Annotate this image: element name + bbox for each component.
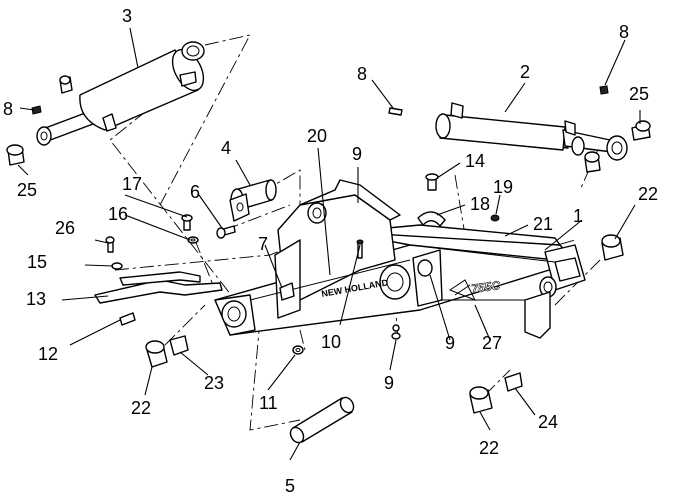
- callout-24: 24: [538, 412, 558, 432]
- grease-fitting-part-8: [31, 85, 609, 115]
- callout-22-bottom: 22: [479, 438, 499, 458]
- callout-3: 3: [122, 6, 132, 26]
- callout-2: 2: [520, 62, 530, 82]
- decal-model: 755C: [470, 278, 501, 297]
- callout-8-left: 8: [3, 99, 13, 119]
- callout-22-left: 22: [131, 398, 151, 418]
- pin-part-10: [356, 239, 364, 259]
- nut-part-11: [292, 345, 304, 355]
- callout-26: 26: [55, 218, 75, 238]
- callout-5: 5: [285, 476, 295, 496]
- callout-16: 16: [108, 204, 128, 224]
- callout-25-right: 25: [629, 84, 649, 104]
- bushing-part-25: [6, 120, 651, 166]
- hardware-small: [105, 214, 199, 270]
- nut-part-9: [391, 324, 401, 340]
- cylinder-part-3: [36, 41, 205, 146]
- cylinder-part-2: [388, 102, 628, 173]
- model-decal-text: 755C: [470, 278, 501, 296]
- callout-8-right: 8: [619, 22, 629, 42]
- callout-10: 10: [321, 332, 341, 352]
- callout-15: 15: [27, 252, 47, 272]
- loader-arm-part-1: [214, 179, 586, 339]
- callout-7: 7: [258, 234, 268, 254]
- bushing-part-23: [169, 335, 189, 356]
- leader-lines: [17, 27, 641, 461]
- callout-22-right: 22: [638, 184, 658, 204]
- callout-14: 14: [465, 151, 485, 171]
- callout-8-center: 8: [357, 64, 367, 84]
- callout-13: 13: [26, 289, 46, 309]
- callout-27: 27: [482, 333, 502, 353]
- pin-part-5: [289, 396, 355, 444]
- callout-20: 20: [307, 126, 327, 146]
- callout-12: 12: [38, 344, 58, 364]
- callout-19: 19: [493, 177, 513, 197]
- pin-part-4: [229, 179, 277, 222]
- callout-17: 17: [122, 174, 142, 194]
- callout-9-mid: 9: [445, 333, 455, 353]
- callout-6: 6: [190, 182, 200, 202]
- callout-4: 4: [221, 138, 231, 158]
- callout-25-left: 25: [17, 180, 37, 200]
- callouts: 3 2 8 8 8 25 25 4 20 9 14 17 6 18 19 22 …: [3, 6, 658, 496]
- bolt-part-6: [216, 225, 236, 239]
- clip-part-12: [119, 312, 136, 326]
- callout-9-top: 9: [352, 144, 362, 164]
- callout-11: 11: [259, 393, 278, 413]
- callout-9-bottom: 9: [384, 373, 394, 393]
- bracket-part-13: [94, 271, 223, 304]
- bushing-part-24: [504, 372, 523, 392]
- callout-18: 18: [470, 194, 490, 214]
- callout-1: 1: [573, 206, 583, 226]
- callout-23: 23: [204, 373, 224, 393]
- callout-21: 21: [533, 214, 553, 234]
